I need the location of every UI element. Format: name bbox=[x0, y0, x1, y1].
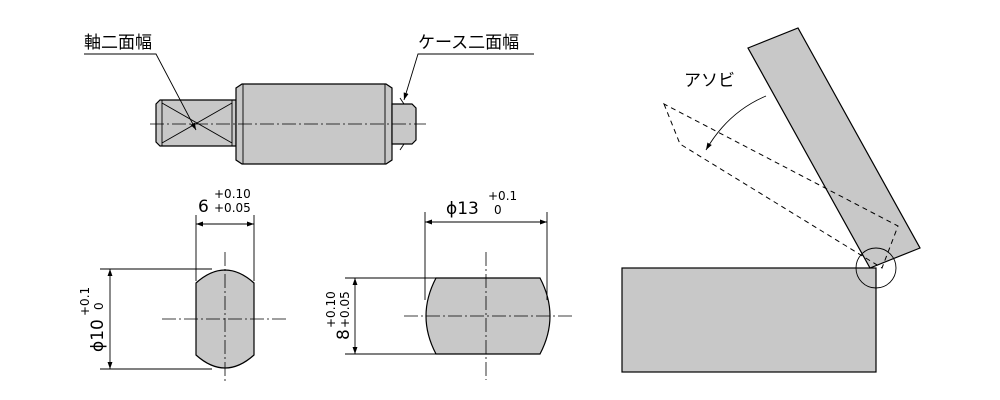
rotating-arm bbox=[747, 27, 921, 269]
case-diameter-nominal: ϕ13 bbox=[446, 199, 479, 219]
case-diameter-upper-tol: +0.1 bbox=[488, 189, 517, 203]
case-flats-nominal: 8 bbox=[334, 329, 354, 340]
arm-ghost-position bbox=[663, 102, 899, 269]
shaft-cross-section: 6 +0.10 +0.05 ϕ10 +0.1 0 bbox=[78, 187, 288, 384]
case-flats-label: ケース二面幅 bbox=[418, 33, 519, 53]
flat-cross-line bbox=[161, 102, 233, 144]
case-cross-section: ϕ13 +0.1 0 8 +0.10 +0.05 bbox=[324, 189, 572, 380]
leader-line bbox=[403, 53, 534, 101]
case-diameter-lower-tol: 0 bbox=[494, 203, 502, 217]
leader-line bbox=[84, 53, 197, 131]
pivot-circle bbox=[855, 247, 897, 289]
base-block bbox=[621, 267, 877, 373]
shaft-diameter-lower-tol: 0 bbox=[92, 302, 106, 310]
shaft-flats-upper-tol: +0.10 bbox=[214, 187, 251, 201]
shaft-side-view bbox=[150, 83, 426, 165]
shaft-flats-label: 軸二面幅 bbox=[84, 33, 152, 53]
play-label: アソビ bbox=[684, 71, 735, 91]
shaft-diameter-nominal: ϕ10 bbox=[88, 319, 108, 352]
play-illustration: アソビ bbox=[621, 27, 921, 373]
shaft-diameter-upper-tol: +0.1 bbox=[78, 287, 92, 316]
case-flats-upper-tol: +0.10 bbox=[324, 291, 338, 328]
shaft-flats-nominal: 6 bbox=[198, 197, 209, 217]
case-flats-callout: ケース二面幅 bbox=[403, 33, 534, 101]
step-edge-line bbox=[399, 97, 405, 105]
shaft-flats-callout: 軸二面幅 bbox=[84, 33, 197, 131]
shaft-diameter-text: ϕ10 +0.1 0 bbox=[78, 287, 108, 352]
step-edge-line bbox=[399, 143, 405, 151]
play-arrow bbox=[705, 95, 767, 151]
shaft-flats-lower-tol: +0.05 bbox=[214, 201, 251, 215]
case-flats-text: 8 +0.10 +0.05 bbox=[324, 291, 354, 340]
case-flats-lower-tol: +0.05 bbox=[338, 291, 352, 328]
